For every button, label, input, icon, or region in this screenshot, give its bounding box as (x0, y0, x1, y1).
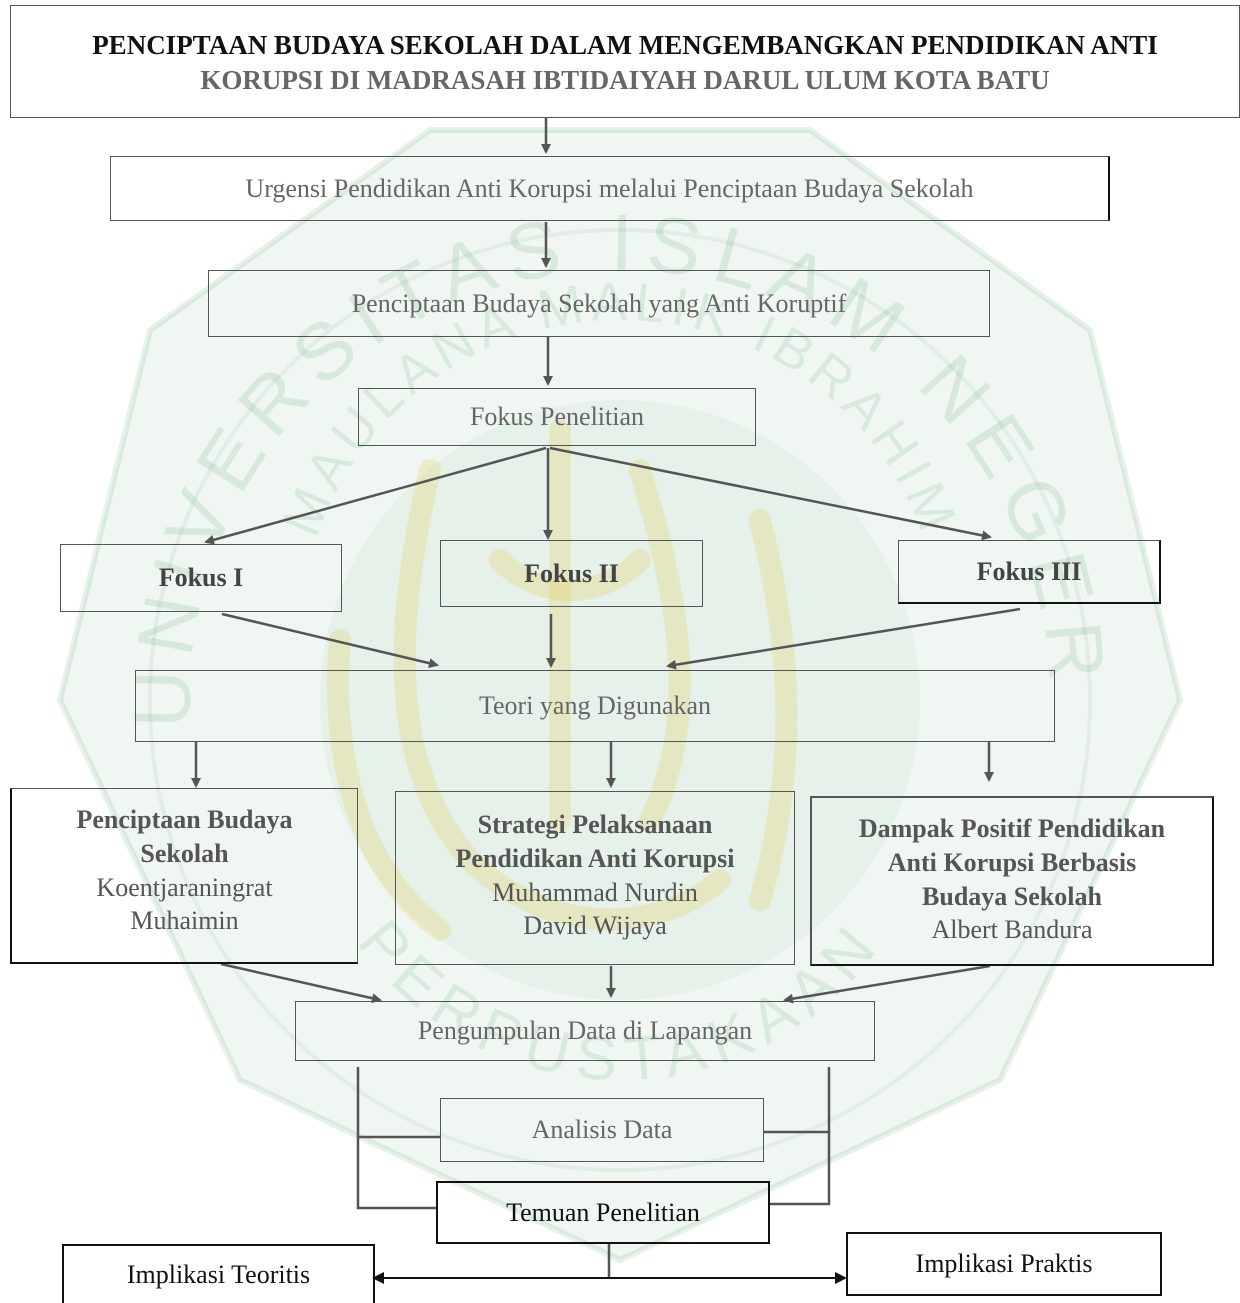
bracket-left-top (356, 1067, 440, 1139)
box-temuan-label: Temuan Penelitian (506, 1197, 700, 1227)
box-analisis-label: Analisis Data (531, 1115, 673, 1145)
box-penciptaan-label: Penciptaan Budaya Sekolah yang Anti Koru… (351, 288, 847, 318)
arrow-fokus-fokus1 (204, 446, 547, 545)
arrow-fokus1-teori (221, 612, 439, 669)
box-temuan: Temuan Penelitian (436, 1181, 770, 1244)
box-teori-label: Teori yang Digunakan (478, 691, 712, 721)
title-line-2: KORUPSI DI MADRASAH IBTIDAIYAH DARUL ULU… (200, 65, 1050, 96)
theory-2-author-2: David Wijaya (523, 911, 667, 941)
theory-box-2: Strategi Pelaksanaan Pendidikan Anti Kor… (395, 791, 795, 965)
box-teori: Teori yang Digunakan (135, 670, 1055, 742)
box-urgensi-label: Urgensi Pendidikan Anti Korupsi melalui … (245, 173, 974, 203)
theory-2-author-1: Muhammad Nurdin (492, 877, 698, 907)
theory-3-author-1: Albert Bandura (931, 915, 1093, 945)
theory-1-heading-line-1: Penciptaan Budaya (76, 805, 293, 834)
box-fokus-penelitian-label: Fokus Penelitian (469, 402, 645, 432)
box-fokus-2: Fokus II (440, 540, 703, 607)
arrow-theory3-pengumpulan (783, 964, 991, 1004)
box-pengumpulan-label: Pengumpulan Data di Lapangan (417, 1016, 753, 1046)
box-implikasi-praktis-label: Implikasi Praktis (915, 1249, 1093, 1279)
theory-3-heading-line-1: Dampak Positif Pendidikan (858, 814, 1166, 843)
theory-3-heading-line-3: Budaya Sekolah (922, 881, 1102, 911)
theory-box-1: Penciptaan Budaya Sekolah Koentjaraningr… (10, 788, 358, 964)
watermark-calligraphy (327, 419, 798, 941)
theory-2-heading-line-2: Pendidikan Anti Korupsi (455, 843, 735, 873)
theory-1-author-1: Koentjaraningrat (96, 872, 273, 902)
box-urgensi: Urgensi Pendidikan Anti Korupsi melalui … (110, 156, 1110, 221)
arrow-fokus3-teori (666, 607, 1021, 670)
theory-box-3: Dampak Positif Pendidikan Anti Korupsi B… (810, 796, 1214, 966)
arrow-theory1-pengumpulan (220, 962, 382, 1004)
box-fokus-penelitian: Fokus Penelitian (358, 388, 756, 446)
box-fokus-3: Fokus III (898, 540, 1161, 604)
bracket-right-bottom (770, 1132, 831, 1206)
watermark-octagon (56, 127, 1184, 1264)
arrow-fokus-fokus3 (549, 446, 992, 541)
box-fokus-3-label: Fokus III (976, 556, 1082, 586)
theory-3-heading-line-2: Anti Korupsi Berbasis (887, 847, 1137, 877)
theory-2-heading-line-1: Strategi Pelaksanaan (477, 810, 713, 839)
theory-1-author-2: Muhaimin (130, 906, 239, 936)
box-implikasi-teoritis-label: Implikasi Teoritis (126, 1259, 311, 1289)
box-analisis: Analisis Data (440, 1098, 764, 1162)
title-line-1: PENCIPTAAN BUDAYA SEKOLAH DALAM MENGEMBA… (92, 30, 1158, 60)
title-box: PENCIPTAAN BUDAYA SEKOLAH DALAM MENGEMBA… (10, 5, 1240, 118)
box-fokus-2-label: Fokus II (524, 558, 619, 588)
bracket-right-top (764, 1067, 831, 1134)
box-implikasi-teoritis: Implikasi Teoritis (62, 1244, 375, 1303)
box-implikasi-praktis: Implikasi Praktis (846, 1232, 1162, 1296)
box-fokus-1: Fokus I (60, 544, 342, 612)
box-fokus-1-label: Fokus I (158, 563, 244, 593)
bracket-left-bottom (356, 1137, 436, 1210)
box-penciptaan: Penciptaan Budaya Sekolah yang Anti Koru… (208, 270, 990, 337)
theory-1-heading-line-2: Sekolah (140, 838, 229, 868)
box-pengumpulan: Pengumpulan Data di Lapangan (295, 1001, 875, 1061)
